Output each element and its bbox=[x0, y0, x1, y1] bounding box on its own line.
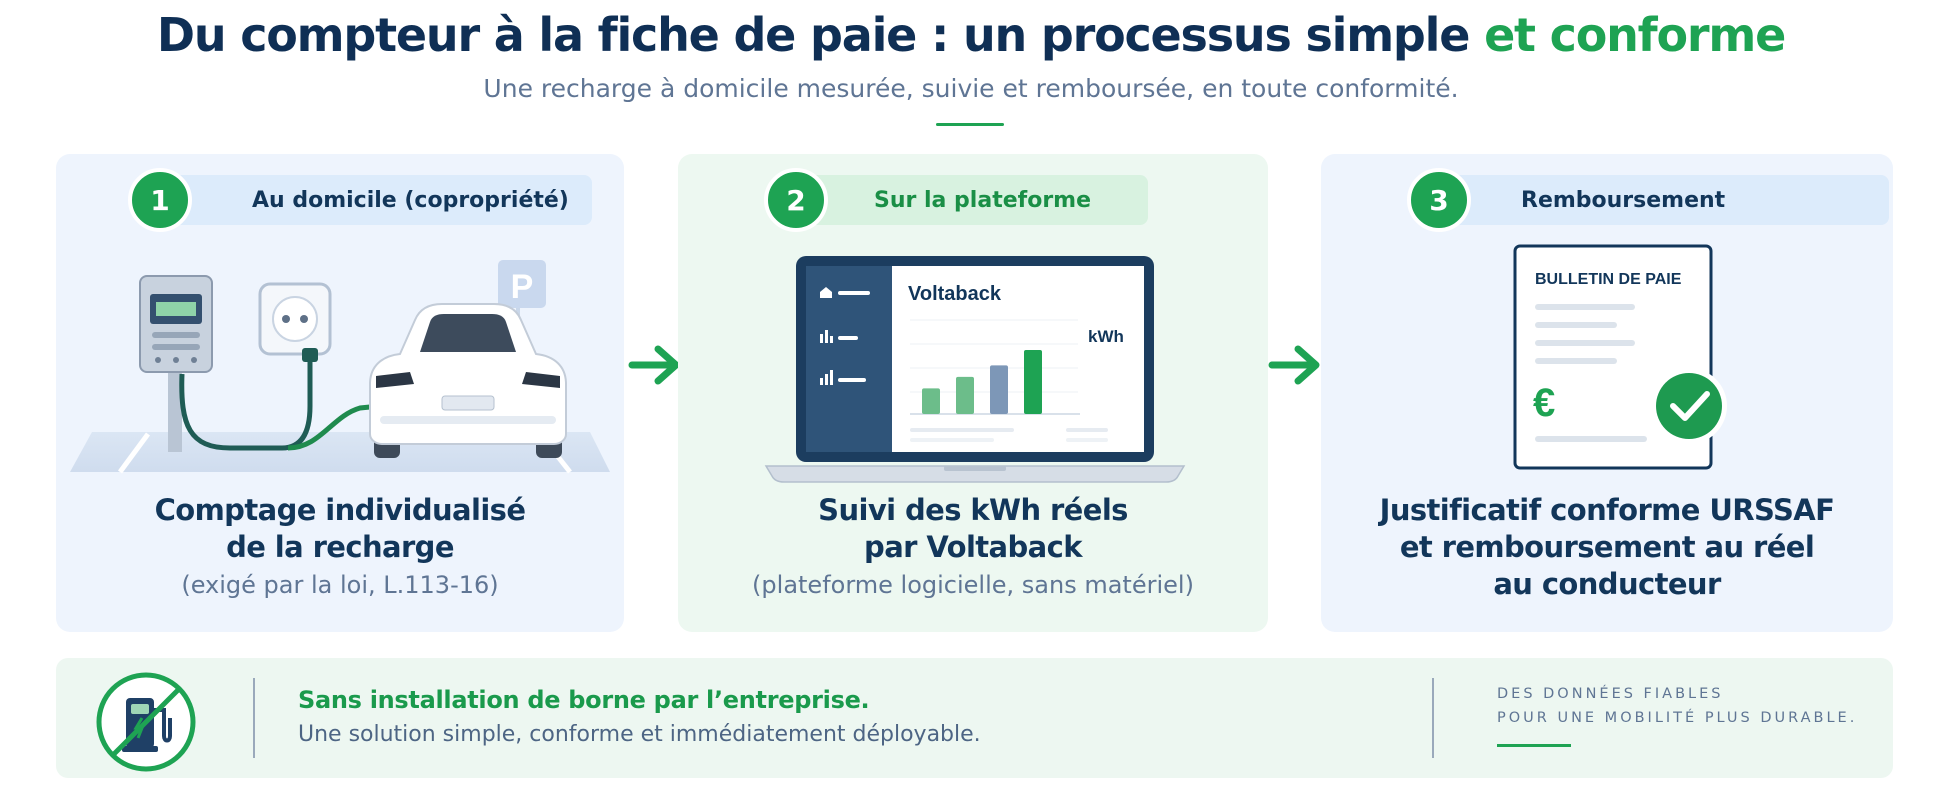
step-number: 2 bbox=[764, 168, 828, 232]
step-card-platform: Sur la plateforme 2 Voltaback kWh bbox=[678, 154, 1268, 632]
arrow-right-icon bbox=[1268, 345, 1320, 385]
payslip-illustration: BULLETIN DE PAIE € bbox=[1513, 244, 1727, 470]
step-2-line-1: Suivi des kWh réels bbox=[818, 493, 1128, 527]
step-3-line-1: Justificatif conforme URSSAF bbox=[1379, 493, 1835, 527]
page-subtitle: Une recharge à domicile mesurée, suivie … bbox=[483, 74, 1459, 103]
step-label: Remboursement bbox=[1433, 175, 1889, 225]
app-title: Voltaback bbox=[908, 283, 1002, 305]
page-title-accent: et conforme bbox=[1484, 8, 1786, 62]
step-2-note: (plateforme logicielle, sans matériel) bbox=[752, 571, 1194, 599]
kwh-bar bbox=[990, 365, 1008, 414]
no-charger-icon bbox=[96, 672, 196, 772]
step-label: Au domicile (copropriété) bbox=[164, 175, 592, 225]
step-3-text: Justificatif conforme URSSAF et rembours… bbox=[1321, 492, 1893, 603]
footer-band: Sans installation de borne par l’entrepr… bbox=[56, 658, 1893, 778]
home-charging-illustration: P bbox=[70, 260, 610, 474]
kwh-bar bbox=[956, 376, 974, 414]
step-number: 1 bbox=[128, 168, 192, 232]
step-2-line-2: par Voltaback bbox=[864, 530, 1082, 564]
electric-meter-icon bbox=[139, 275, 213, 452]
step-3-line-2: et remboursement au réel bbox=[1399, 530, 1815, 564]
step-card-home: Au domicile (copropriété) 1 P bbox=[56, 154, 624, 632]
step-1-text: Comptage individualisé de la recharge (e… bbox=[56, 492, 624, 604]
kwh-bar bbox=[922, 388, 940, 414]
wall-socket-icon bbox=[258, 282, 332, 356]
footer-tagline-line-1: DES DONNÉES FIABLES bbox=[1497, 686, 1724, 702]
parking-sign-letter: P bbox=[511, 268, 534, 306]
kwh-bar-chart bbox=[922, 350, 1042, 414]
unit-label: kWh bbox=[1088, 327, 1124, 346]
footer-divider bbox=[253, 678, 255, 758]
home-icon bbox=[820, 287, 832, 298]
step-2-text: Suivi des kWh réels par Voltaback (plate… bbox=[678, 492, 1268, 604]
footer-divider bbox=[1432, 678, 1434, 758]
step-1-note: (exigé par la loi, L.113-16) bbox=[181, 571, 499, 599]
page-title-main: Du compteur à la fiche de paie : un proc… bbox=[156, 8, 1471, 62]
footer-tagline: DES DONNÉES FIABLES POUR UNE MOBILITÉ PL… bbox=[1497, 682, 1857, 730]
step-1-line-1: Comptage individualisé bbox=[154, 493, 526, 527]
electric-car-icon bbox=[369, 303, 567, 458]
charging-cable bbox=[179, 352, 313, 451]
step-number: 3 bbox=[1407, 168, 1471, 232]
parking-line-left bbox=[117, 432, 151, 474]
payslip-title: BULLETIN DE PAIE bbox=[1535, 271, 1682, 288]
charging-cable-car bbox=[287, 403, 381, 451]
step-3-line-3: au conducteur bbox=[1493, 567, 1721, 601]
step-1-line-2: de la recharge bbox=[226, 530, 454, 564]
laptop-base bbox=[764, 465, 1186, 483]
step-card-reimbursement: Remboursement 3 BULLETIN DE PAIE € Justi… bbox=[1321, 154, 1893, 632]
tagline-underline bbox=[1497, 744, 1571, 747]
euro-icon: € bbox=[1533, 381, 1555, 425]
footer-tagline-line-2: POUR UNE MOBILITÉ PLUS DURABLE. bbox=[1497, 710, 1858, 726]
step-label: Sur la plateforme bbox=[786, 175, 1148, 225]
checkmark-icon bbox=[1651, 368, 1727, 444]
laptop-dashboard-illustration: Voltaback kWh bbox=[764, 256, 1186, 483]
title-underline bbox=[936, 123, 1004, 126]
footer-title: Sans installation de borne par l’entrepr… bbox=[298, 686, 870, 714]
arrow-right-icon bbox=[628, 345, 680, 385]
page-title: Du compteur à la fiche de paie : un proc… bbox=[0, 8, 1942, 62]
footer-subtitle: Une solution simple, conforme et immédia… bbox=[298, 722, 981, 747]
kwh-bar bbox=[1024, 350, 1042, 414]
